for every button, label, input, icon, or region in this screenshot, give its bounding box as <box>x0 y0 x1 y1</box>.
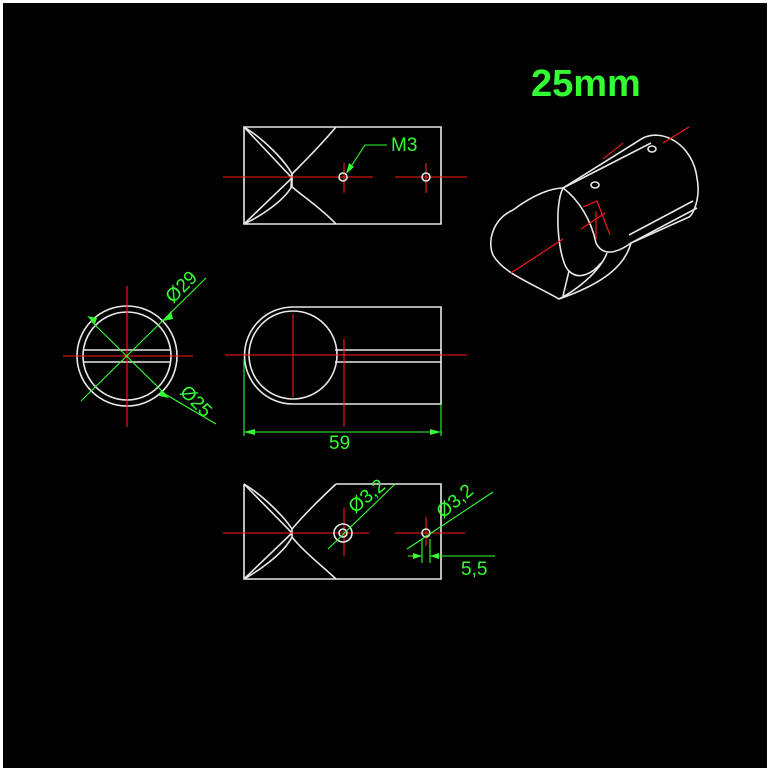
iso-body <box>489 134 699 300</box>
inner-diameter-label: Ø25 <box>175 382 215 422</box>
isometric-view <box>489 126 699 300</box>
offset-dimension-line <box>408 539 495 563</box>
outer-diameter-label: Ø29 <box>162 267 202 307</box>
bottom-view: Ø3,2 Ø3,2 5,5 <box>223 475 495 580</box>
outer-dim-arrow <box>163 311 173 321</box>
iso-slot <box>628 200 698 244</box>
top-right-hole <box>421 172 431 182</box>
bottom-view-v-edge <box>243 483 294 580</box>
iso-centerlines-b <box>582 200 611 236</box>
iso-notch-inner <box>557 187 602 277</box>
technical-drawing: 25mm M3 Ø29 Ø25 59 <box>63 63 699 580</box>
side-view-centerlines <box>225 314 467 427</box>
side-view-slot <box>335 349 441 363</box>
side-view-outline <box>243 306 442 405</box>
inner-dim-arrow-b <box>159 390 169 398</box>
outer-diameter-line <box>80 277 207 402</box>
iso-hole-b <box>590 181 600 189</box>
m3-leader <box>347 144 387 172</box>
length-label: 59 <box>329 433 350 454</box>
length-dimension-line <box>243 359 442 436</box>
side-view: 59 <box>225 306 467 454</box>
offset-arrows <box>413 553 439 559</box>
top-view-notch <box>243 126 293 225</box>
iso-notch <box>562 187 632 253</box>
right-hole-leader <box>406 491 494 550</box>
drawing-canvas: 25mm M3 Ø29 Ø25 59 <box>3 3 767 768</box>
m3-label: M3 <box>391 135 417 156</box>
bottom-view-outline <box>243 483 442 580</box>
top-view: M3 <box>223 126 467 225</box>
iso-top-edge <box>562 142 652 189</box>
iso-hole-a <box>647 145 657 153</box>
iso-front-edge <box>562 270 570 297</box>
top-view-v-edge <box>243 126 294 225</box>
bottom-view-centerlines <box>223 508 465 556</box>
m3-arrow <box>346 163 354 174</box>
offset-label: 5,5 <box>461 559 487 580</box>
bottom-view-neck <box>291 483 337 580</box>
left-hole-leader <box>327 483 396 550</box>
title-label: 25mm <box>531 63 641 105</box>
iso-centerlines <box>510 126 690 274</box>
left-hole <box>338 528 348 538</box>
front-view: Ø29 Ø25 <box>63 267 217 427</box>
m3-hole <box>338 172 348 182</box>
inner-dim-arrow-a <box>87 316 97 324</box>
left-countersink <box>333 523 353 543</box>
bottom-view-notch <box>243 483 293 580</box>
top-view-centerlines <box>223 163 467 193</box>
